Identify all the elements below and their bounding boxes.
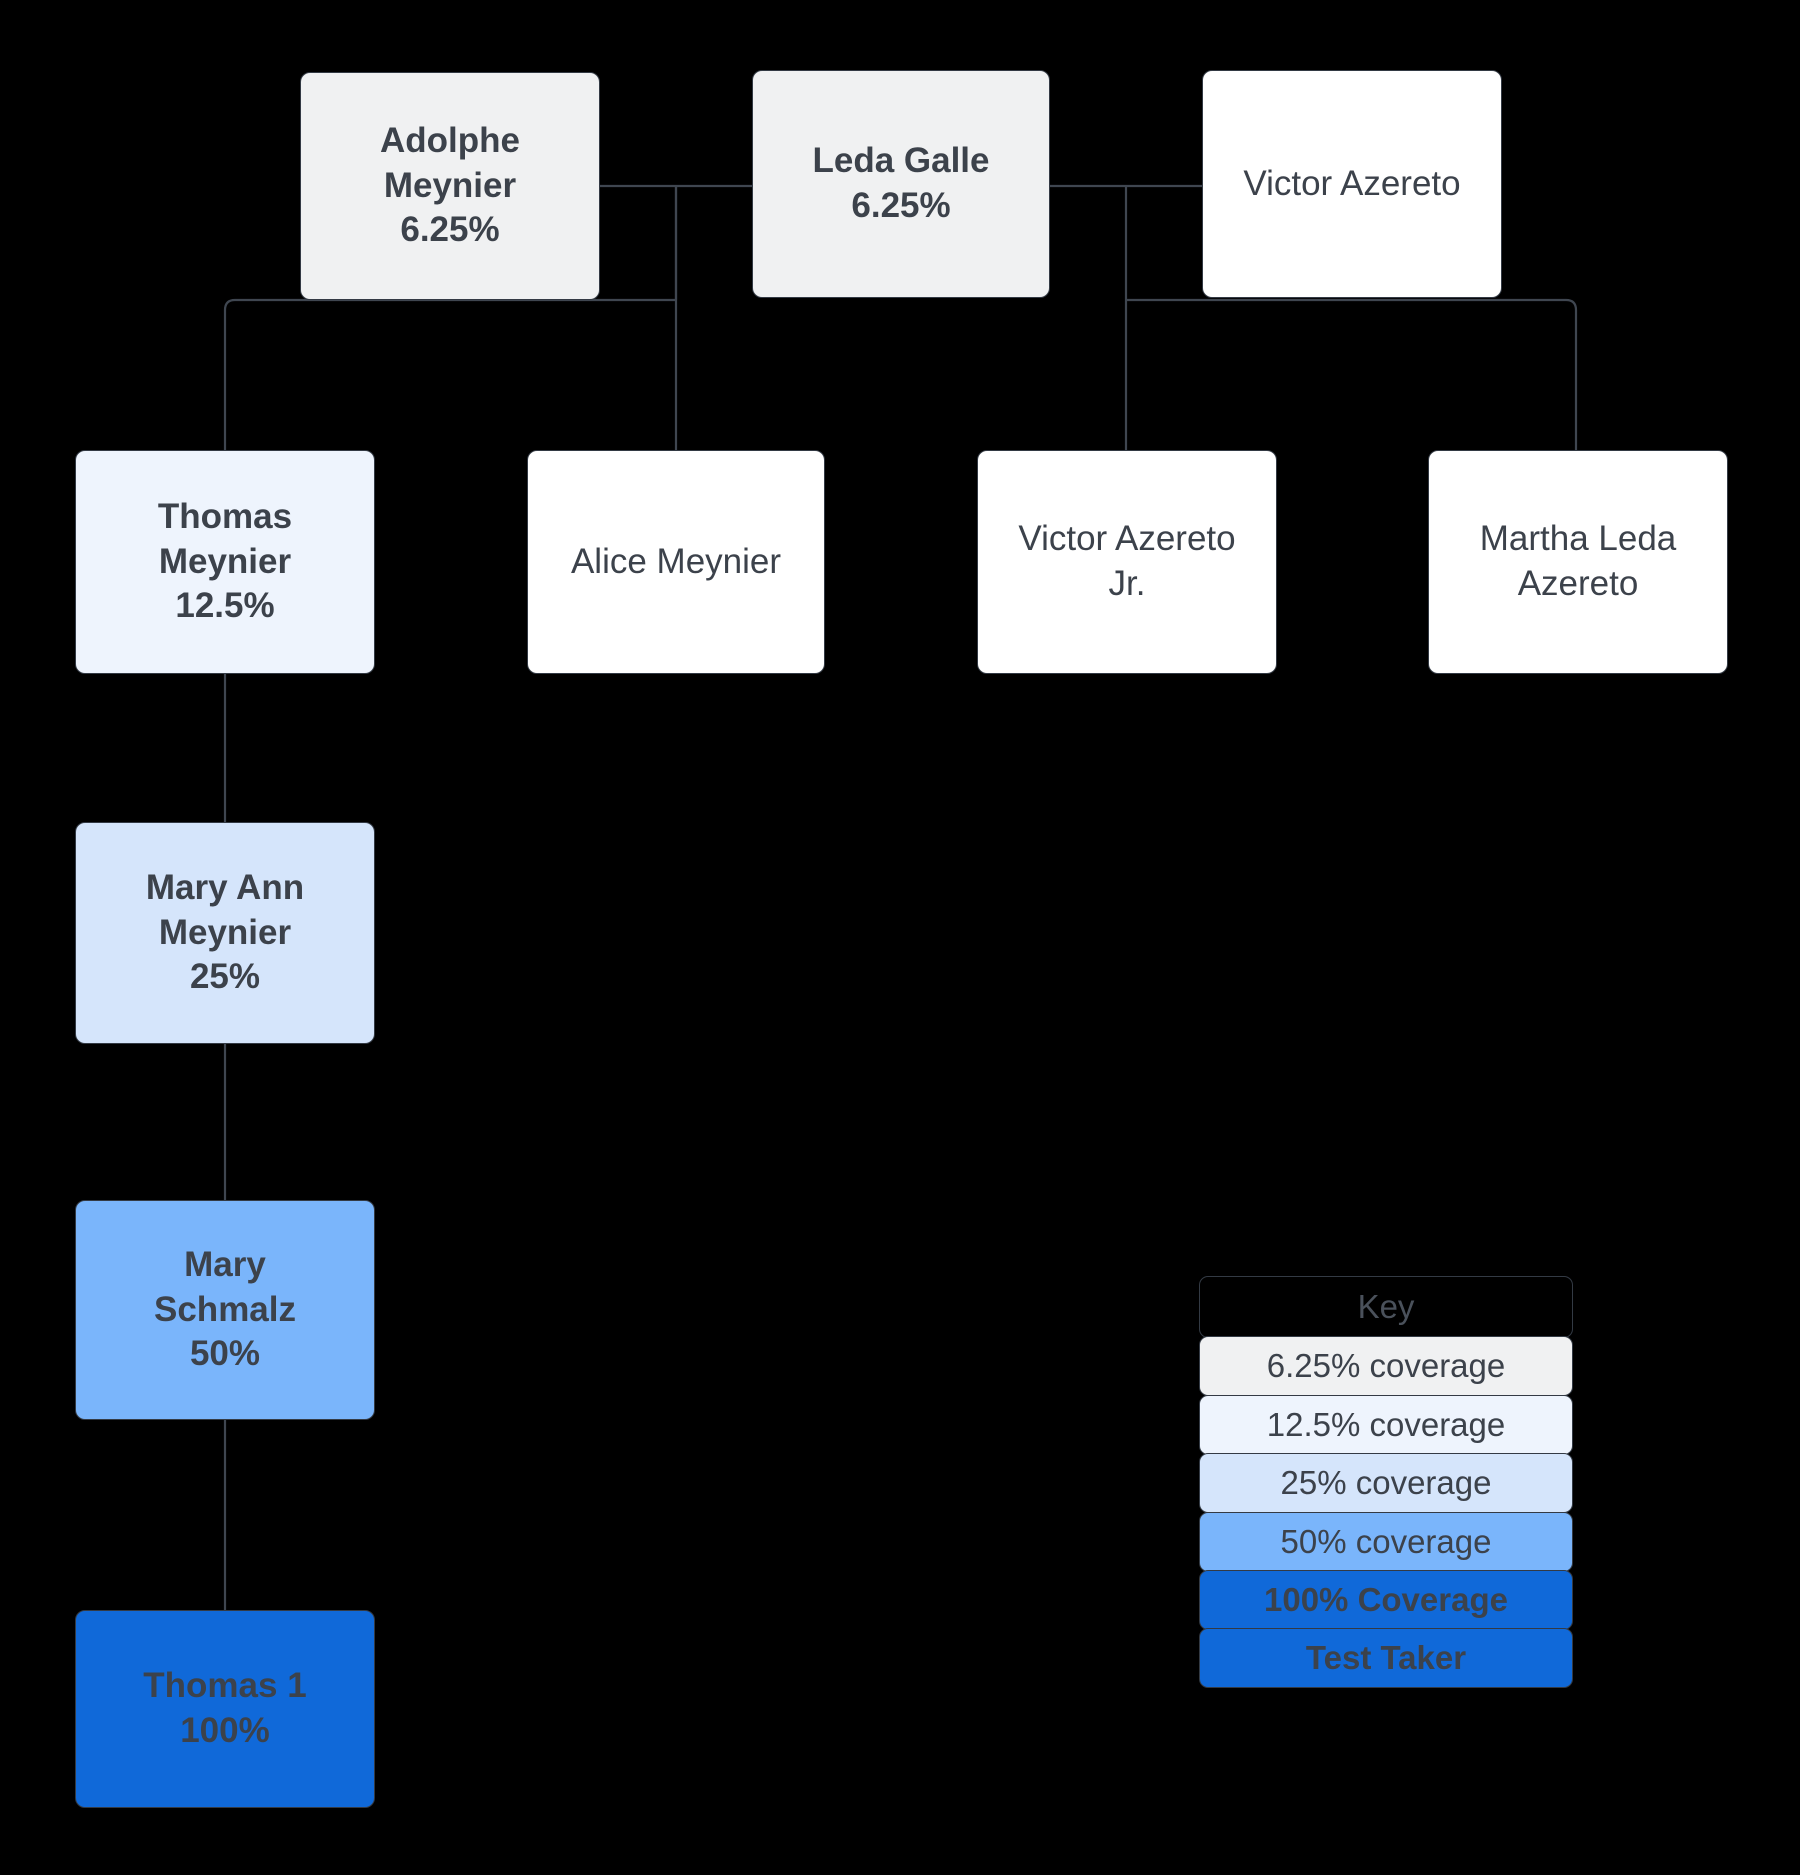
sibling-bus-right [1126, 298, 1578, 450]
person-node-mary-ann-meynier[interactable]: Mary Ann Meynier 25% [75, 822, 375, 1044]
person-node-victor-azereto-jr[interactable]: Victor Azereto Jr. [977, 450, 1277, 674]
person-node-adolphe-meynier[interactable]: Adolphe Meynier 6.25% [300, 72, 600, 300]
key-legend-row-test-taker: Test Taker [1199, 1628, 1573, 1689]
key-legend-row-25: 25% coverage [1199, 1453, 1573, 1514]
sibling-bus-left [223, 298, 676, 450]
person-node-leda-galle[interactable]: Leda Galle 6.25% [752, 70, 1050, 298]
key-legend-row-12-5: 12.5% coverage [1199, 1394, 1573, 1455]
person-node-mary-schmalz[interactable]: Mary Schmalz 50% [75, 1200, 375, 1420]
key-legend: Key 6.25% coverage 12.5% coverage 25% co… [1199, 1276, 1573, 1689]
person-node-thomas-meynier[interactable]: Thomas Meynier 12.5% [75, 450, 375, 674]
person-node-thomas-1[interactable]: Thomas 1 100% [75, 1610, 375, 1808]
key-legend-header: Key [1199, 1276, 1573, 1338]
key-legend-row-100: 100% Coverage [1199, 1570, 1573, 1631]
key-legend-row-6-25: 6.25% coverage [1199, 1336, 1573, 1397]
person-node-victor-azereto[interactable]: Victor Azereto [1202, 70, 1502, 298]
person-node-alice-meynier[interactable]: Alice Meynier [527, 450, 825, 674]
person-node-martha-leda-azereto[interactable]: Martha Leda Azereto [1428, 450, 1728, 674]
key-legend-row-50: 50% coverage [1199, 1511, 1573, 1572]
